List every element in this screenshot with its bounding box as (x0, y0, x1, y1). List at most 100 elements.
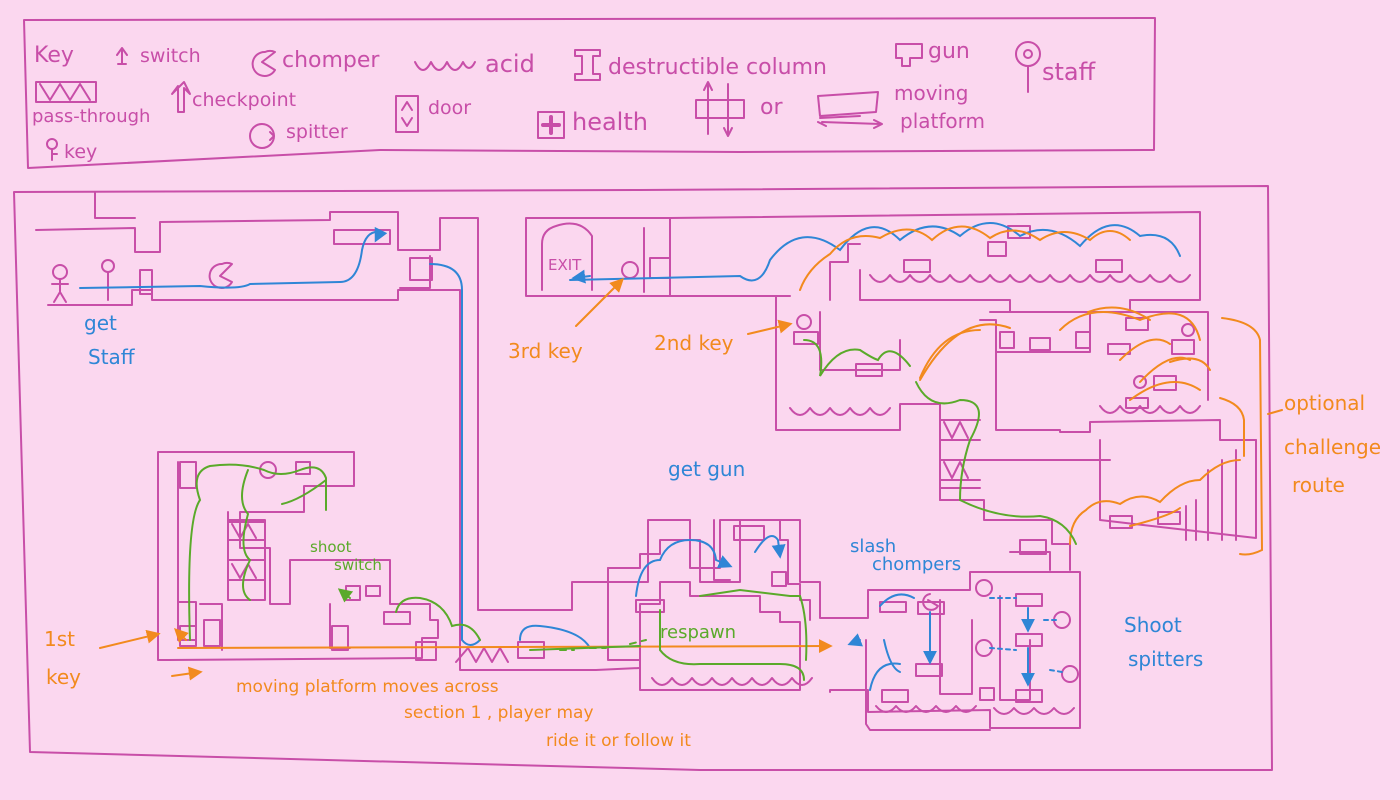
legend-pass-through-label: pass-through (32, 106, 150, 127)
chomper-icon (208, 261, 233, 289)
checkpoint-icon (171, 81, 191, 113)
key-icon (46, 138, 58, 150)
shoot-switch-label-2: switch (334, 556, 382, 574)
door-icon (331, 625, 349, 651)
pass-through-block (1015, 689, 1043, 703)
pass-through-block (1015, 593, 1043, 607)
platform-block (879, 601, 907, 613)
legend-key-label: key (64, 141, 97, 163)
player-start-icon (52, 264, 68, 280)
door-icon (409, 257, 433, 281)
door-icon (139, 269, 153, 295)
moving-platform-note-1: moving platform moves across (236, 677, 499, 697)
acid-pool (875, 705, 977, 713)
acid-icon (414, 61, 476, 71)
health-icon (415, 641, 437, 661)
pass-through-block (1107, 343, 1131, 355)
pass-through-icon (35, 81, 97, 103)
acid-pool (993, 707, 1075, 715)
platform-block (979, 687, 995, 701)
acid-pool (869, 274, 1191, 283)
moving-platform-icon (903, 259, 931, 273)
level-entities (51, 222, 1195, 703)
level-walls (13, 185, 1273, 771)
switch-block (771, 571, 787, 587)
legend-border (23, 17, 1156, 169)
respawn-label: respawn (660, 622, 736, 643)
vertical-platform-icon (695, 81, 745, 137)
start-corridor-lower (47, 289, 641, 671)
checkpoint-box (333, 229, 391, 245)
destructible-column-icon (574, 49, 601, 81)
acid-pool (651, 677, 813, 686)
gun-icon (895, 43, 923, 67)
spitter-icon (975, 579, 993, 597)
exit-label: EXIT (548, 256, 582, 274)
pass-through-block (1171, 339, 1195, 355)
platform-block (1109, 515, 1133, 529)
get-gun-label: get gun (668, 457, 745, 481)
outer-boundary (13, 185, 1273, 771)
first-key-label-1: 1st (44, 627, 75, 651)
chomper-icon (251, 49, 276, 77)
legend-platform-label: platform (900, 109, 985, 133)
platform-block (881, 689, 909, 703)
legend-heading: Key (34, 43, 74, 68)
legend-staff-label: staff (1042, 58, 1096, 86)
platform-block (383, 611, 411, 625)
optional-route-bracket (1221, 317, 1264, 556)
optional-route-label-3: route (1292, 473, 1345, 497)
exit-door (541, 222, 593, 291)
third-key-icon (621, 261, 639, 279)
door-icon (203, 619, 221, 647)
pass-through-block (793, 331, 819, 345)
door-icon (395, 95, 419, 133)
start-corridor (35, 211, 1081, 729)
gun-block (365, 585, 381, 597)
door-icon (1075, 331, 1091, 349)
orange-path (99, 225, 1283, 681)
legend-door-label: door (428, 97, 471, 119)
shoot-spitters-label-2: spitters (1128, 647, 1203, 671)
staff-pickup-icon (101, 259, 115, 273)
health-icon (537, 111, 565, 139)
spitter-icon (1061, 665, 1079, 683)
pass-through-stack (939, 419, 981, 489)
blue-path (79, 222, 1181, 691)
acid-pool (455, 647, 509, 663)
slash-chompers-label-2: chompers (872, 554, 961, 575)
switch-icon (116, 47, 128, 65)
horizontal-platform-icon (817, 91, 883, 129)
acid-pool (789, 407, 891, 416)
shoot-switch-label-1: shoot (310, 538, 352, 556)
spitter-room-walls (865, 639, 991, 731)
switch-block (345, 585, 361, 601)
shoot-spitters-label-1: Shoot (1124, 613, 1182, 637)
platform-block (1125, 397, 1149, 409)
acid-pool (1099, 405, 1201, 414)
legend-or-label: or (760, 95, 783, 120)
door-icon (999, 331, 1015, 349)
door-icon (649, 257, 671, 279)
third-key-label: 3rd key (508, 339, 583, 363)
get-staff-label-1: get (84, 311, 117, 335)
moving-platform-note-2: section 1 , player may (404, 703, 594, 723)
second-key-label: 2nd key (654, 331, 734, 355)
spitter-icon (1181, 323, 1195, 337)
green-path (188, 339, 1077, 681)
slash-chompers-label-1: slash (850, 536, 896, 557)
legend-checkpoint-label: checkpoint (192, 89, 296, 111)
spitter-icon (1133, 375, 1147, 389)
legend-health-label: health (572, 108, 648, 136)
platform-block (635, 599, 665, 613)
door-icon (179, 461, 197, 489)
legend-gun-label: gun (928, 39, 970, 64)
legend-spitter-label: spitter (286, 121, 348, 143)
optional-route-label-2: challenge (1284, 435, 1381, 459)
legend-acid-label: acid (485, 50, 535, 78)
get-staff-label-2: Staff (88, 345, 136, 369)
moving-platform-icon (1095, 259, 1123, 273)
pass-through-block (1019, 539, 1047, 555)
spitter-icon (259, 461, 277, 479)
